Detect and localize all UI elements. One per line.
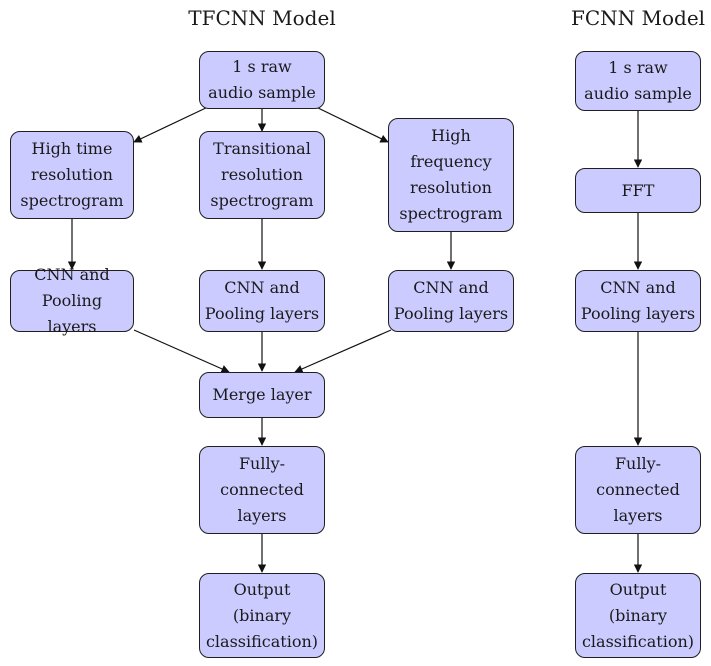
tfcnn-cnn-node-1: CNN and Pooling layers — [10, 265, 134, 336]
tfcnn-cnn-node-3: CNN and Pooling layers — [388, 270, 514, 332]
fcnn-cnn-node: CNN and Pooling layers — [575, 270, 701, 332]
tfcnn-output-label: Output (binary classification) — [205, 579, 319, 651]
edge-cnn3-to-merge — [294, 329, 392, 373]
fcnn-fully-connected-label: Fully- connected layers — [596, 454, 680, 525]
tfcnn-output-node: Output (binary classification) — [199, 573, 325, 658]
fcnn-fft-node: FFT — [575, 168, 701, 213]
tfcnn-title: TFCNN Model — [188, 6, 336, 30]
fcnn-cnn-label: CNN and Pooling layers — [580, 278, 696, 323]
edge-input-to-high-time — [133, 105, 211, 143]
fcnn-fft-label: FFT — [621, 180, 655, 200]
tfcnn-fully-connected-label: Fully- connected layers — [220, 454, 304, 525]
tfcnn-input-node: 1 s raw audio sample — [199, 51, 325, 109]
tfcnn-transitional-label: Transitional resolution spectrogram — [210, 139, 314, 210]
tfcnn-transitional-node: Transitional resolution spectrogram — [199, 131, 325, 219]
tfcnn-input-label: 1 s raw audio sample — [208, 57, 316, 102]
edge-input-to-high-freq — [313, 105, 389, 143]
tfcnn-cnn-label-2: CNN and Pooling layers — [204, 278, 320, 323]
tfcnn-merge-label: Merge layer — [212, 385, 312, 404]
fcnn-output-label: Output (binary classification) — [581, 579, 695, 651]
fcnn-fully-connected-node: Fully- connected layers — [575, 446, 701, 534]
tfcnn-high-freq-node: High frequency resolution spectrogram — [388, 118, 514, 232]
fcnn-input-label: 1 s raw audio sample — [584, 58, 692, 103]
edge-cnn1-to-merge — [133, 329, 230, 373]
fcnn-output-node: Output (binary classification) — [575, 573, 701, 658]
tfcnn-high-time-label: High time resolution spectrogram — [20, 139, 124, 210]
tfcnn-high-time-node: High time resolution spectrogram — [10, 131, 134, 219]
tfcnn-cnn-node-2: CNN and Pooling layers — [199, 270, 325, 332]
tfcnn-cnn-label-1: CNN and Pooling layers — [34, 265, 110, 336]
fcnn-input-node: 1 s raw audio sample — [575, 51, 701, 111]
fcnn-title: FCNN Model — [570, 6, 706, 30]
tfcnn-fully-connected-node: Fully- connected layers — [199, 446, 325, 534]
tfcnn-merge-node: Merge layer — [199, 372, 325, 418]
tfcnn-high-freq-label: High frequency resolution spectrogram — [399, 126, 503, 223]
tfcnn-cnn-label-3: CNN and Pooling layers — [393, 278, 509, 323]
